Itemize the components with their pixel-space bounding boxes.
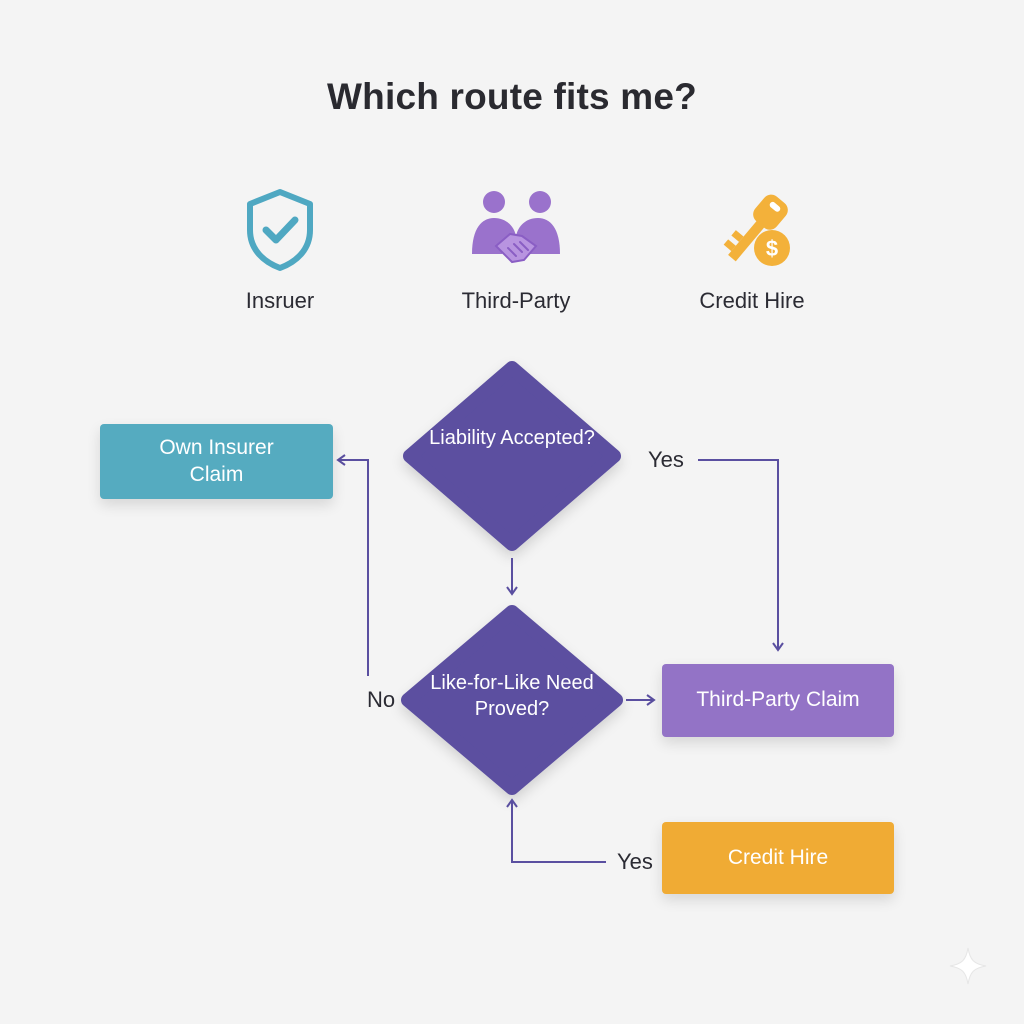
legend-third-party: Third-Party <box>416 188 616 314</box>
edge-label-no: No <box>367 687 396 712</box>
decision-like-for-like-shape <box>401 605 623 795</box>
edge-label-yes-credit-hire: Yes <box>617 849 653 874</box>
decision-liability-label: Liability Accepted? <box>429 427 595 449</box>
legend-label-insurer: Insruer <box>245 288 315 313</box>
shield-check-icon <box>247 189 313 271</box>
page-title: Which route fits me? <box>327 76 697 117</box>
connector-yes-to-third-party <box>698 459 784 652</box>
legend-label-third-party: Third-Party <box>461 288 571 313</box>
connector-no-to-own-insurer <box>336 454 369 676</box>
decision-like-for-like-label: Like-for-Like Need Proved? <box>430 672 594 720</box>
sparkle-icon <box>949 947 987 985</box>
node-credit-hire: Credit Hire <box>662 822 894 894</box>
legend-label-credit-hire: Credit Hire <box>699 288 805 313</box>
svg-text:$: $ <box>766 236 778 261</box>
connector-credit-hire-to-likeforlike <box>506 798 606 863</box>
node-third-party-claim: Third-Party Claim <box>662 664 894 737</box>
legend-insurer: Insruer <box>180 188 380 314</box>
node-own-insurer-claim: Own Insurer Claim <box>100 424 333 499</box>
key-coin-icon: $ <box>723 194 790 266</box>
decision-liability-shape <box>403 361 621 551</box>
legend-credit-hire: $ Credit Hire <box>652 188 852 314</box>
handshake-people-icon <box>472 191 560 264</box>
edge-label-yes-liability: Yes <box>648 447 684 472</box>
